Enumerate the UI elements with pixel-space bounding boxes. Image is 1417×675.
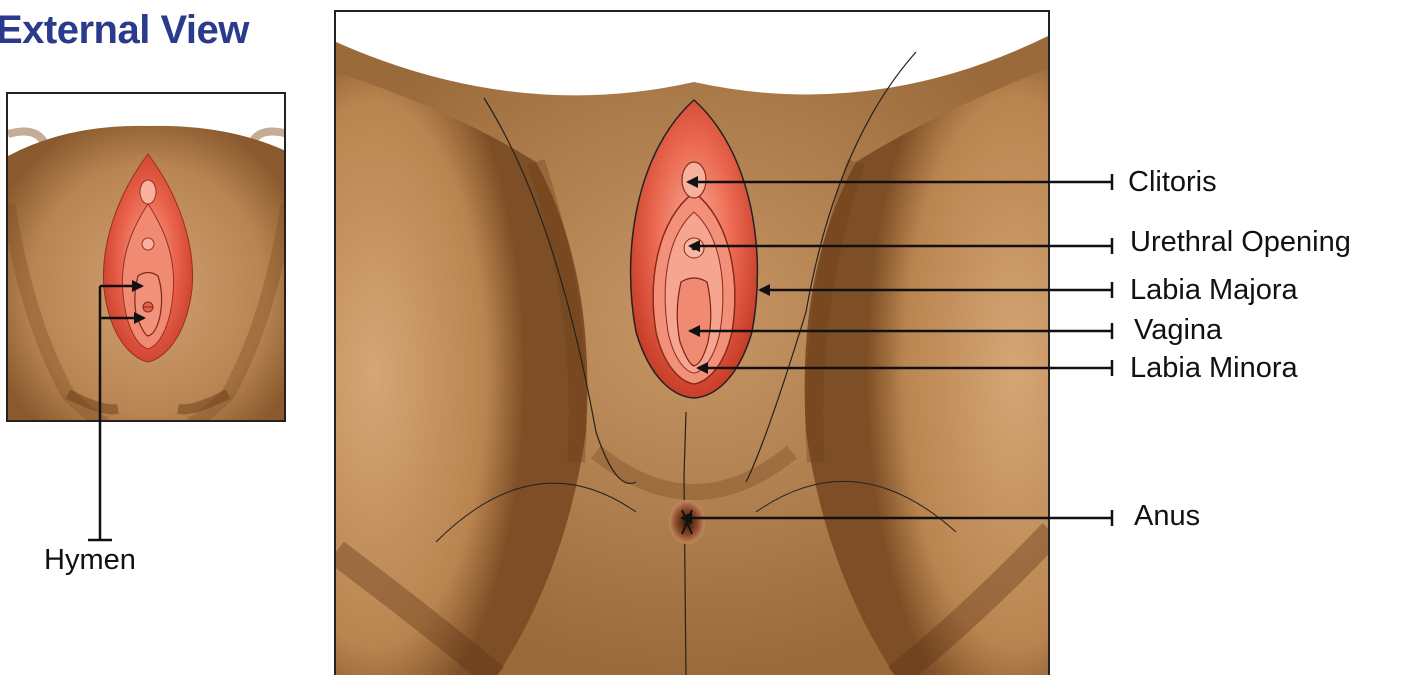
- inset-illustration: [6, 92, 286, 422]
- label-hymen: Hymen: [44, 544, 136, 577]
- label-labia-minora: Labia Minora: [1130, 352, 1298, 385]
- label-labia-majora: Labia Majora: [1130, 274, 1298, 307]
- label-anus: Anus: [1134, 500, 1200, 533]
- label-vagina: Vagina: [1134, 314, 1222, 347]
- label-urethral-opening: Urethral Opening: [1130, 226, 1351, 259]
- label-clitoris: Clitoris: [1128, 166, 1217, 199]
- main-illustration: [334, 10, 1050, 675]
- diagram-title: External View: [0, 8, 249, 53]
